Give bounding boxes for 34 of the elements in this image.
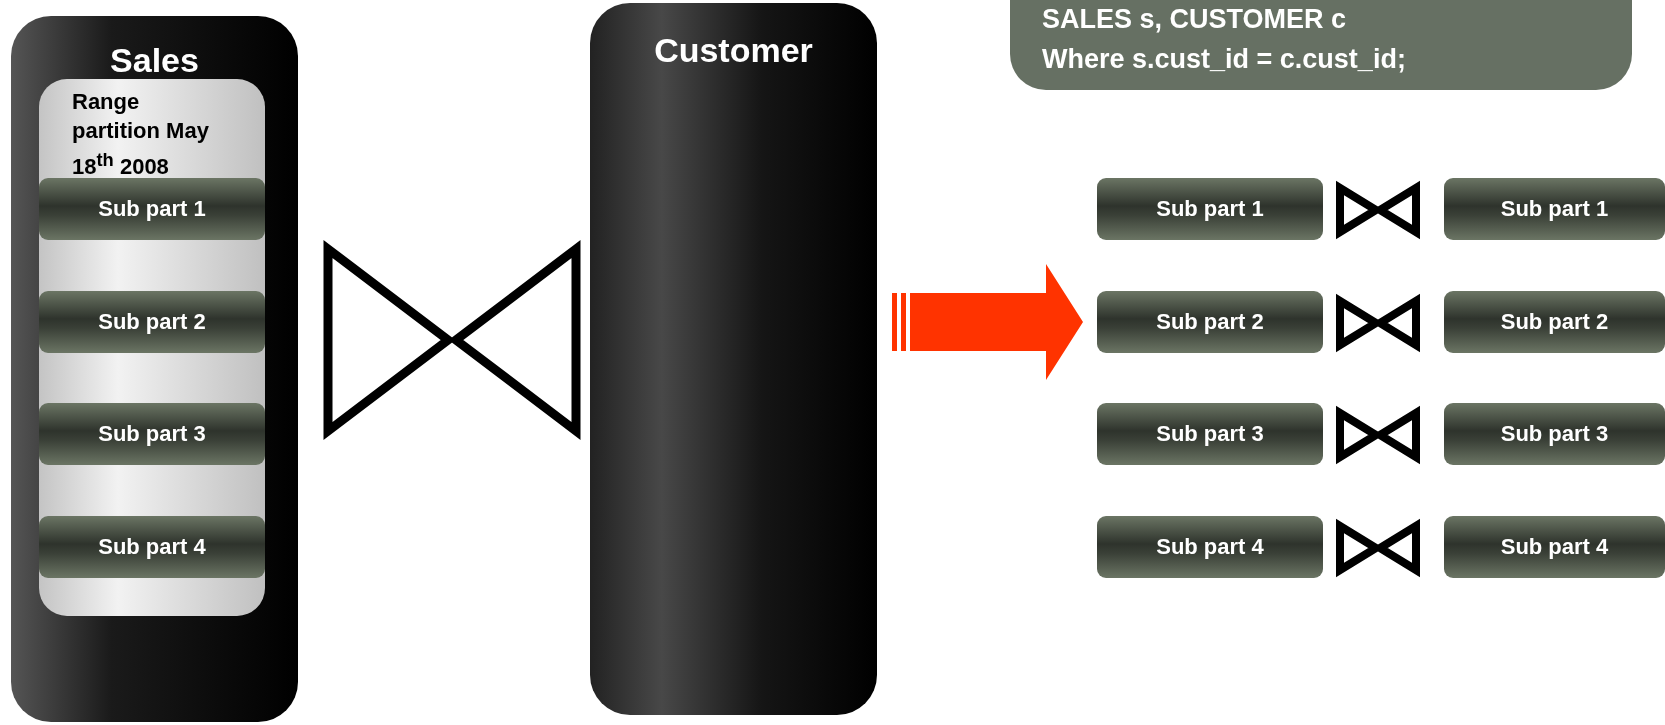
subpartition-label: Sub part 4 — [1500, 534, 1609, 560]
block-arrow — [892, 264, 1083, 380]
subpartition-box — [1444, 516, 1665, 578]
sql-text: Where s.cust_id = c.cust_id; — [1042, 44, 1406, 75]
partition-panel — [39, 79, 265, 616]
subpartition-box — [1097, 403, 1323, 465]
subpartition-label: Sub part 3 — [1500, 421, 1609, 447]
subpartition-box — [1444, 178, 1665, 240]
subpartition-label: Sub part 2 — [98, 309, 206, 335]
subpartition-box — [1097, 178, 1323, 240]
subpartition-box — [1444, 291, 1665, 353]
subpartition-label: Sub part 4 — [98, 534, 206, 560]
subpartition-label: Sub part 3 — [1156, 421, 1264, 447]
sql-text: SALES s, CUSTOMER c — [1042, 4, 1347, 35]
subpartition-label: Sub part 2 — [1500, 309, 1609, 335]
table-panel — [590, 3, 877, 715]
subpartition-label: Sub part 4 — [1156, 534, 1264, 560]
table-panel — [11, 16, 298, 722]
subpartition-box — [39, 516, 265, 578]
subpartition-box — [1444, 403, 1665, 465]
subpartition-box — [39, 403, 265, 465]
subpartition-label: Sub part 3 — [98, 421, 206, 447]
table-title: Sales — [109, 41, 200, 80]
subpartition-box — [1097, 516, 1323, 578]
subpartition-label: Sub part 1 — [1500, 196, 1609, 222]
subpartition-label: Sub part 1 — [1156, 196, 1264, 222]
sql-query-box — [1010, 0, 1632, 90]
subpartition-label: Sub part 1 — [98, 196, 206, 222]
subpartition-box — [1097, 291, 1323, 353]
table-title: Customer — [653, 31, 814, 70]
subpartition-box — [39, 178, 265, 240]
subpartition-label: Sub part 2 — [1156, 309, 1264, 335]
partition-label: Range partition May 18$^{th}$ 2008 — [72, 88, 210, 182]
subpartition-box — [39, 291, 265, 353]
